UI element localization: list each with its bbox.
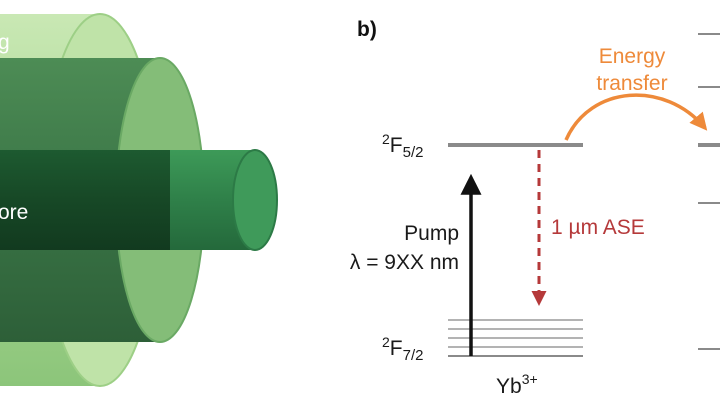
label-2f72: 2F7/2 [382, 334, 423, 364]
fiber-illustration: g ore [0, 13, 278, 387]
acceptor-levels [698, 33, 720, 350]
core-face [233, 150, 277, 250]
label-2f52: 2F5/2 [382, 131, 423, 161]
panel-b-label: b) [357, 18, 377, 41]
core-label: ore [0, 201, 28, 224]
ase-label: 1 µm ASE [551, 216, 645, 239]
label-yb3plus: Yb3+ [496, 371, 538, 398]
energy-level-diagram: b) 2F5/2 2F7/2 Yb3+ Pump λ = 9XX nm 1 µm… [350, 18, 720, 398]
pump-wavelength-label: λ = 9XX nm [350, 251, 459, 274]
pump-label: Pump [404, 222, 459, 245]
level-2f72-manifold [448, 319, 583, 357]
energy-transfer-label-line2: transfer [596, 72, 667, 95]
cladding-label: g [0, 31, 10, 54]
energy-transfer-arrow [564, 93, 708, 141]
energy-transfer-label-line1: Energy [599, 45, 666, 68]
